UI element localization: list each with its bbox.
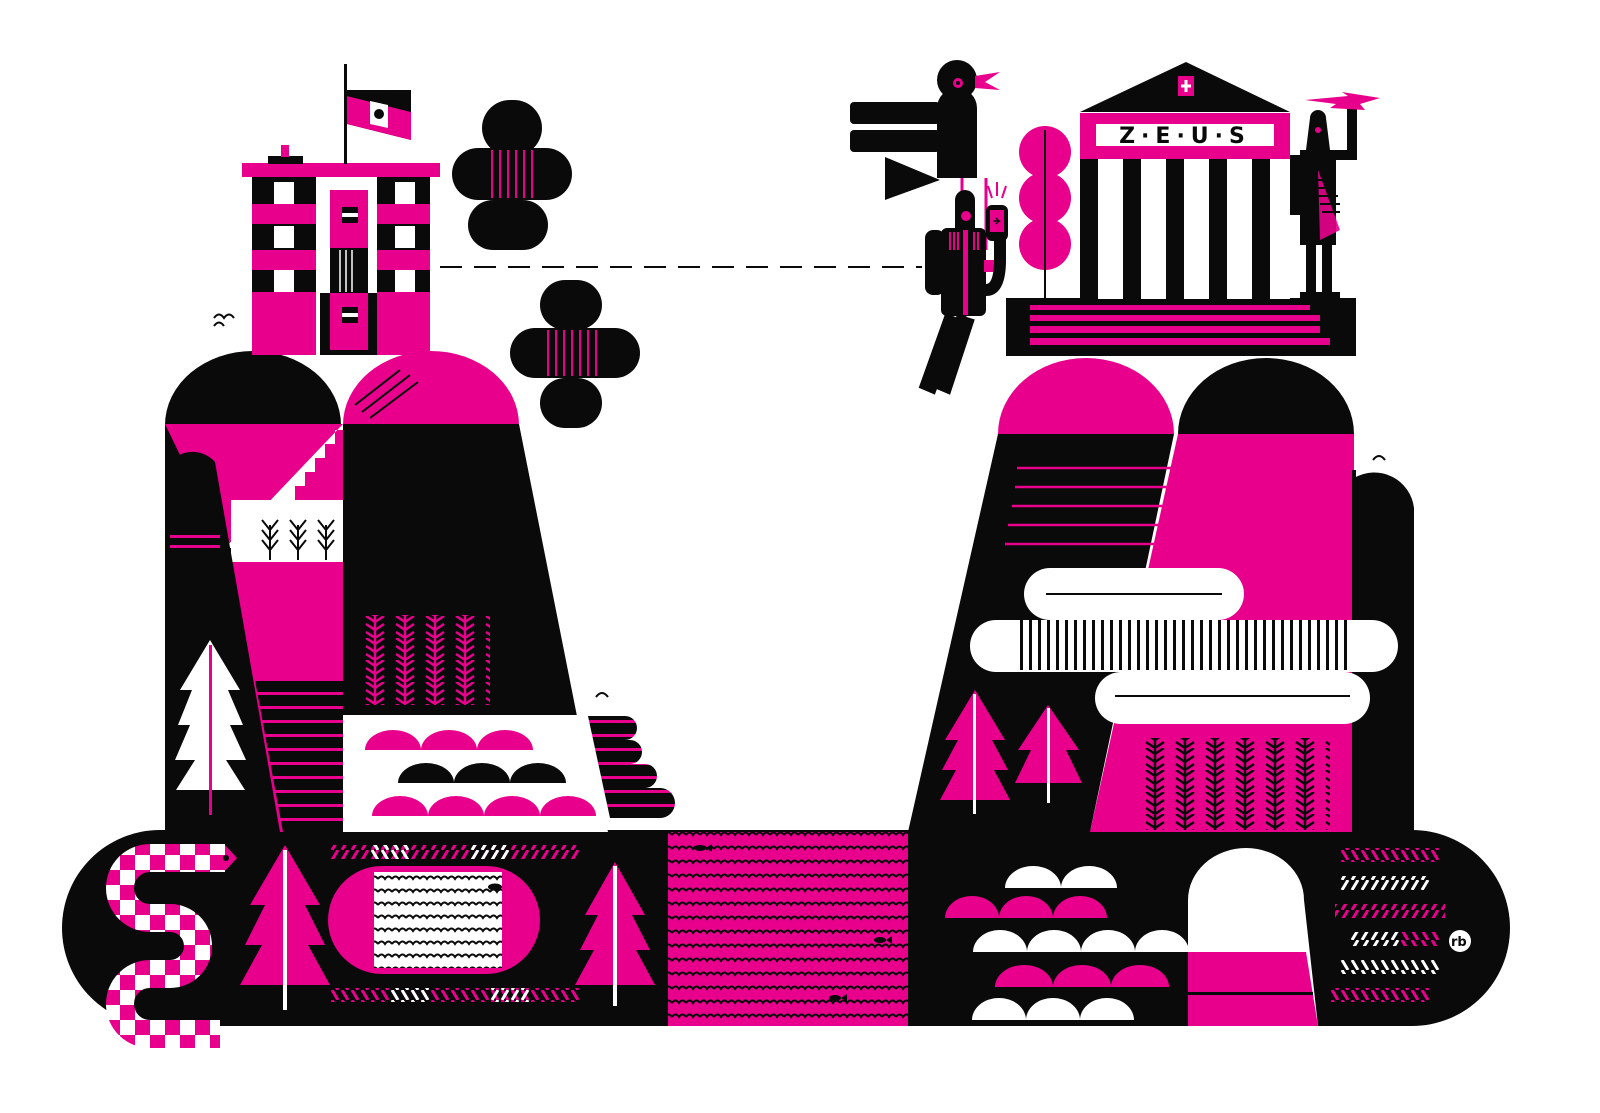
zeus-figure [1290,92,1380,298]
traveler-figure [918,182,1008,395]
snake-icon [106,844,237,1048]
white-pine-tree-icon [175,640,246,815]
fish-icon [694,844,892,1002]
right-cliff [908,298,1414,832]
greek-temple: Z·E·U·S [1080,62,1290,299]
tunnel-arch [1188,848,1318,1026]
round-tree-icon [1019,126,1071,300]
bird-icon [850,60,1000,250]
temple-sign: Z·E·U·S [1119,124,1251,149]
river [668,832,908,1026]
hills-scallops [945,866,1189,1020]
castle-tower [242,64,440,355]
hatch-block [1330,848,1445,1002]
cloud-stack [510,280,640,428]
pine-tree-icon [240,845,330,1010]
magenta-pine-tree-icon [1015,705,1082,803]
lightning-bolt-icon [1305,92,1380,110]
signature-logo: rb [1449,930,1471,952]
left-cliff [165,313,675,832]
svg-text:rb: rb [1451,935,1467,950]
magenta-pine-tree-icon [940,690,1010,814]
cloud-stack [452,100,572,250]
pond [328,866,540,974]
pine-tree-icon [575,862,655,1006]
